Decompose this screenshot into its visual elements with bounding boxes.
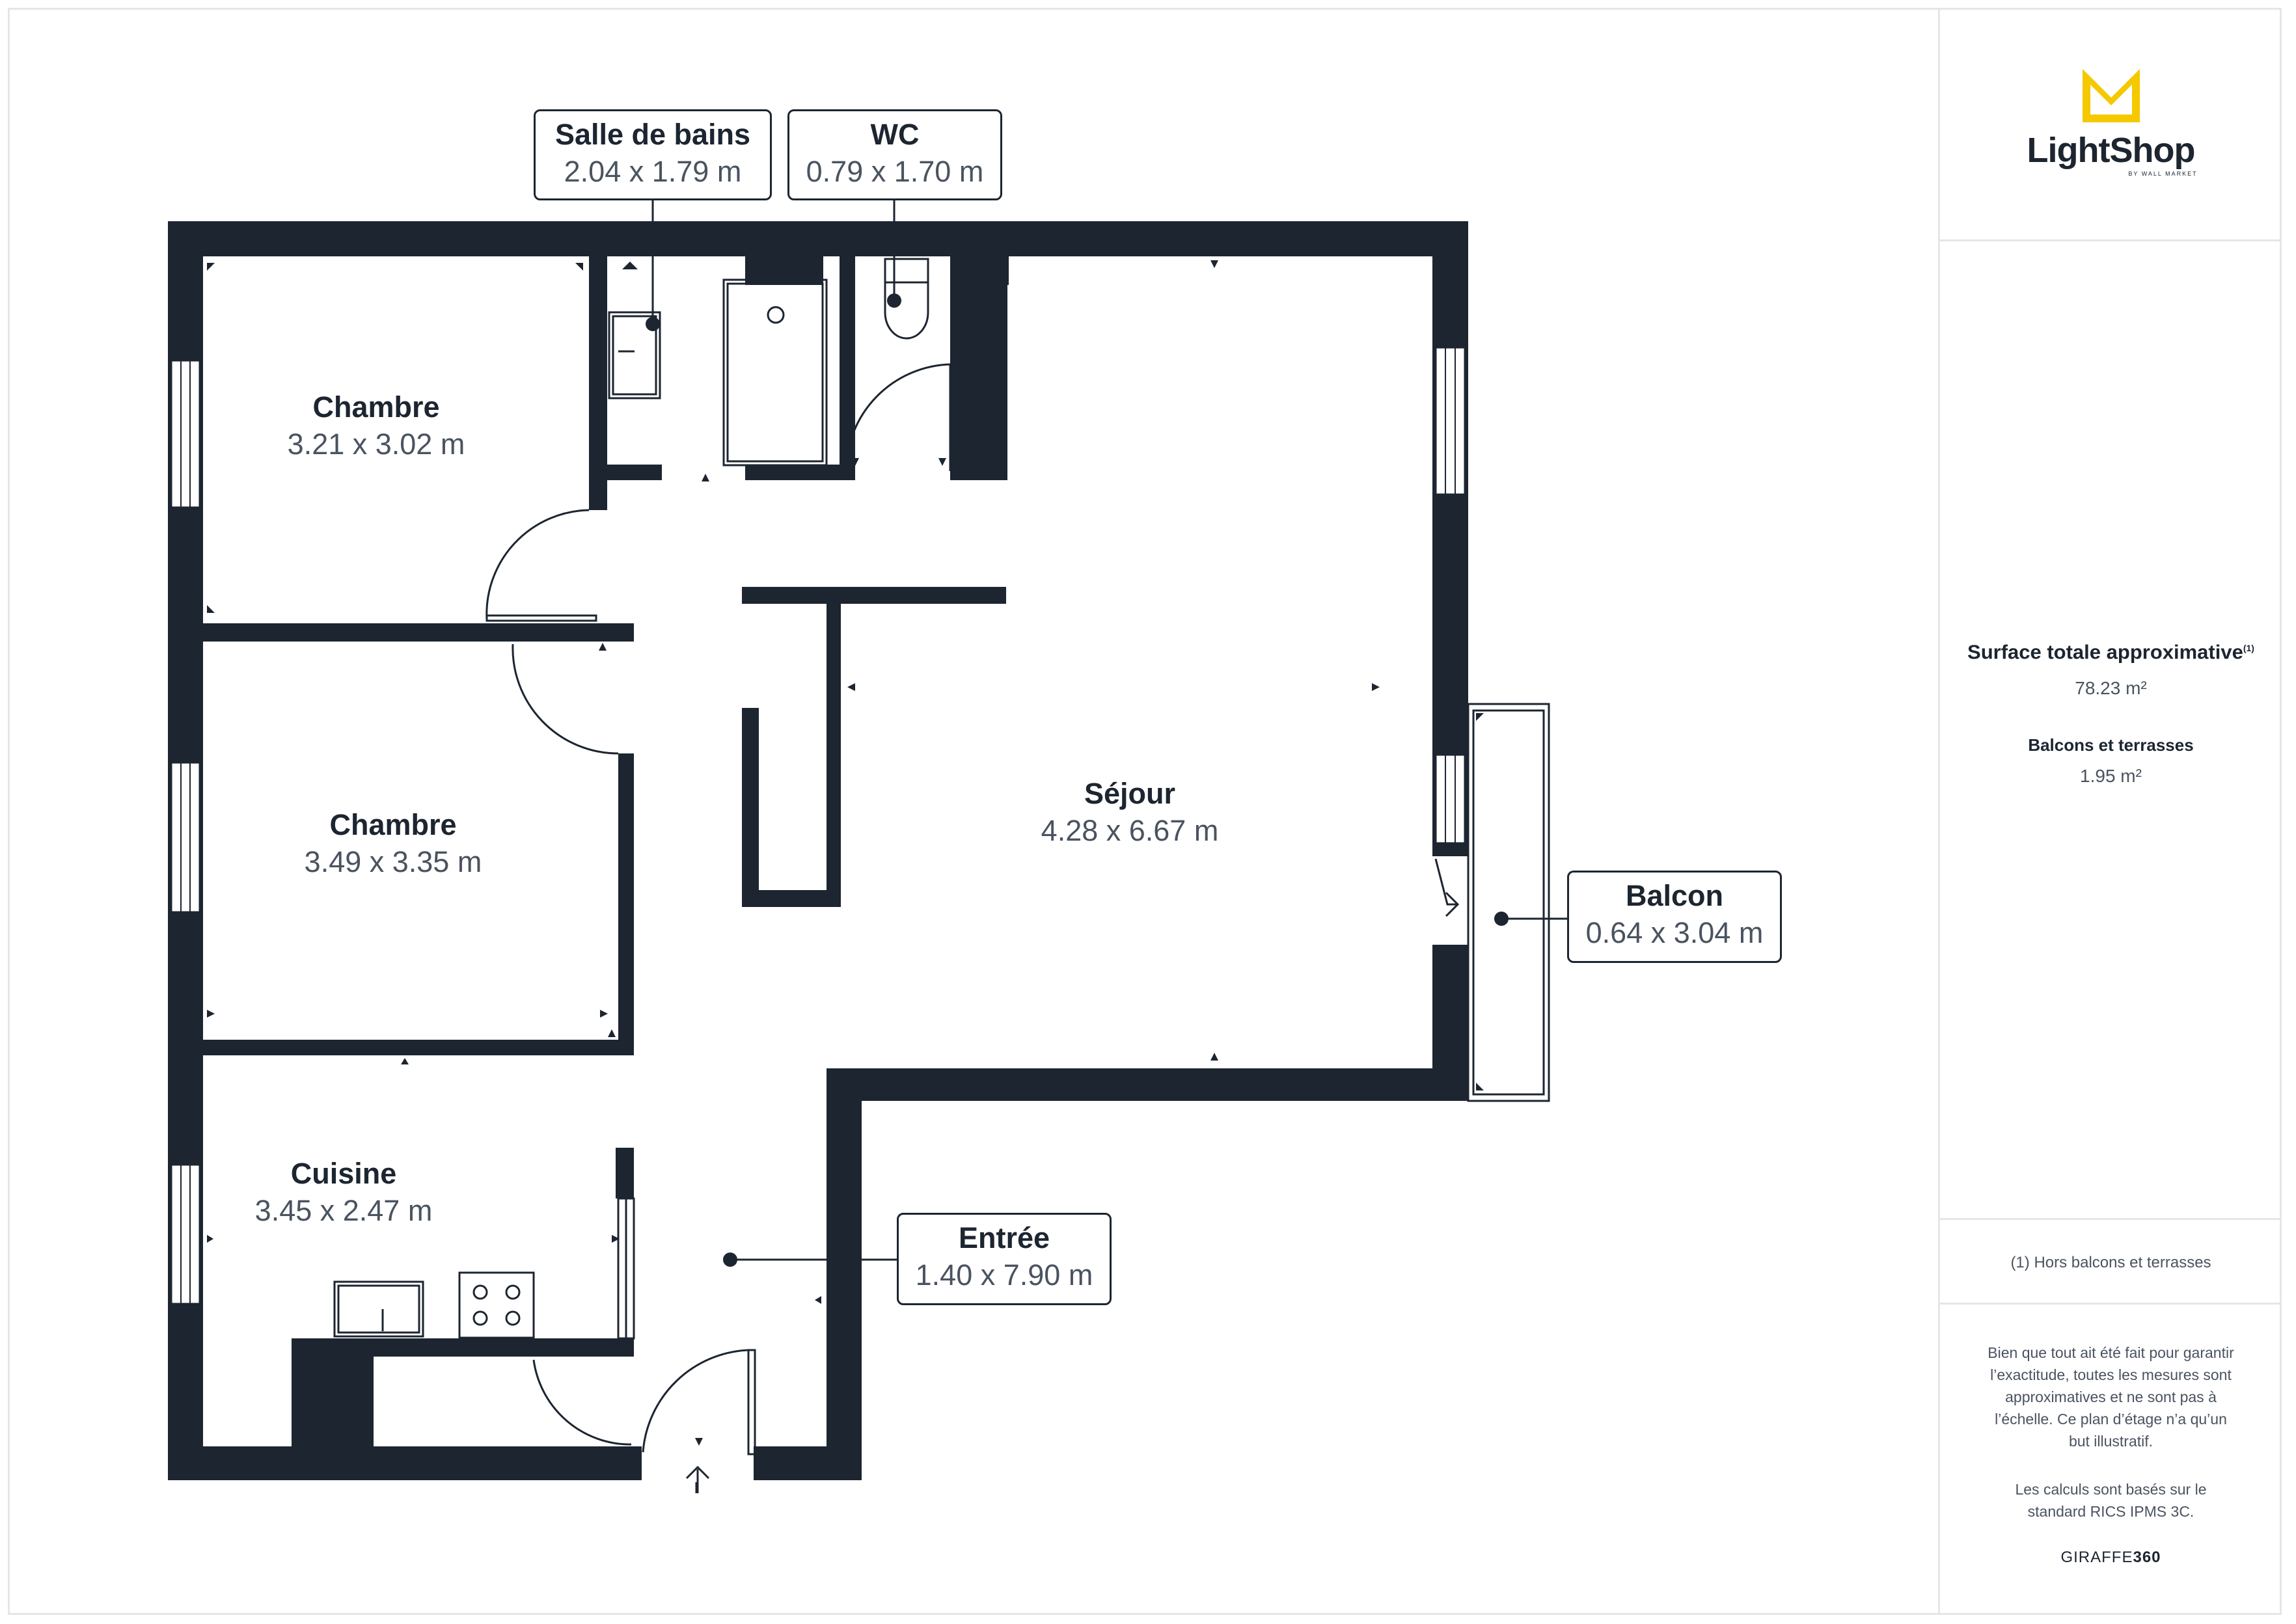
surface-title-text: Surface totale approximative (1967, 640, 2243, 664)
room-chambre-1: Chambre 3.21 x 3.02 m (288, 389, 465, 463)
sidebar-divider-bottom (1938, 1303, 2282, 1305)
footnote: (1) Hors balcons et terrasses (2010, 1254, 2211, 1271)
callout-leaders (651, 199, 1568, 1261)
page-frame (8, 8, 2282, 1615)
window-panes (180, 347, 1456, 1304)
surface-value: 78.23 m² (2075, 678, 2147, 698)
entrance-arrow (685, 1465, 710, 1493)
provider-logo: GIRAFFE360 (1940, 1547, 2282, 1568)
surface-title: Surface totale approximative(1) (1940, 635, 2282, 665)
brand-name: LightShop (2027, 131, 2196, 170)
room-name: Chambre (329, 808, 457, 841)
callout-dots (646, 293, 1509, 1267)
room-dimensions: 3.45 x 2.47 m (254, 1194, 433, 1227)
windows (170, 346, 1466, 1305)
provider-name: GIRAFFE (2060, 1549, 2133, 1566)
lightshop-logo-icon (2082, 69, 2140, 122)
balcons-value: 1.95 m² (2080, 766, 2142, 786)
room-dimensions: 4.28 x 6.67 m (1041, 814, 1219, 847)
sidebar-divider-top (1938, 239, 2282, 241)
doors (485, 363, 1460, 1493)
brand-logo: LightShop BY WALL MARKET (1940, 65, 2282, 178)
callout-dimensions: 0.64 x 3.04 m (1585, 916, 1764, 949)
balcony (1467, 703, 1550, 1102)
callout-salle-de-bains: Salle de bains 2.04 x 1.79 m (534, 109, 772, 200)
callout-wc: WC 0.79 x 1.70 m (787, 109, 1002, 200)
sidebar-divider-mid (1938, 1218, 2282, 1220)
callout-dimensions: 2.04 x 1.79 m (564, 155, 742, 188)
sidebar-divider (1938, 8, 1940, 1615)
calculation-note: Les calculs sont basés sur le standard R… (2015, 1481, 2207, 1520)
room-dimensions: 3.49 x 3.35 m (304, 845, 482, 878)
room-chambre-2: Chambre 3.49 x 3.35 m (305, 807, 482, 881)
callout-balcon: Balcon 0.64 x 3.04 m (1567, 871, 1782, 963)
fixtures (333, 258, 929, 1339)
room-sejour: Séjour 4.28 x 6.67 m (1041, 776, 1219, 850)
surface-note-marker: (1) (2243, 643, 2254, 653)
disclaimer: Bien que tout ait été fait pour garantir… (1988, 1344, 2234, 1450)
callout-dimensions: 1.40 x 7.90 m (915, 1258, 1093, 1292)
callout-name: Salle de bains (554, 118, 751, 151)
floor-plan (168, 199, 1568, 1493)
room-cuisine: Cuisine 3.45 x 2.47 m (255, 1156, 433, 1230)
room-name: Chambre (312, 390, 440, 424)
brand-tagline: BY WALL MARKET (2128, 170, 2198, 177)
callout-name: Balcon (1625, 879, 1724, 912)
openings (642, 856, 1468, 1480)
dimension-markers (207, 260, 1484, 1446)
callout-name: WC (870, 118, 920, 151)
room-name: Cuisine (290, 1157, 397, 1190)
callout-entree: Entrée 1.40 x 7.90 m (897, 1213, 1112, 1305)
provider-number: 360 (2133, 1549, 2161, 1566)
callout-name: Entrée (958, 1221, 1050, 1254)
callout-dimensions: 0.79 x 1.70 m (806, 155, 984, 188)
balcons-title: Balcons et terrasses (2028, 735, 2194, 755)
room-dimensions: 3.21 x 3.02 m (287, 427, 465, 461)
room-name: Séjour (1084, 777, 1176, 810)
